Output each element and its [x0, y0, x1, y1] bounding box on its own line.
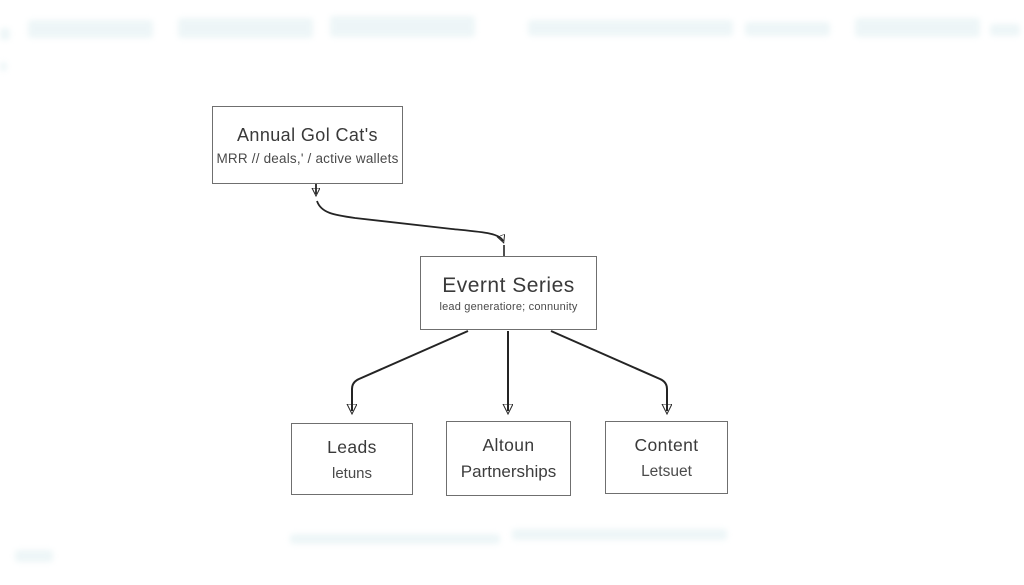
node-title: Content [634, 434, 699, 455]
node-title: Evernt Series [442, 273, 575, 297]
edge-event-to-content [550, 330, 667, 411]
edge-event-to-leads [352, 330, 469, 411]
node-title: Altoun [482, 435, 535, 455]
node-subtitle: Partnerships [460, 462, 557, 481]
node-annual-goals[interactable]: Annual Gol Cat's MRR // deals,' / active… [212, 106, 403, 184]
node-event-series[interactable]: Evernt Series lead generatiore; connunit… [420, 256, 597, 330]
node-title: Leads [327, 436, 377, 457]
edge-annual-to-event [316, 184, 504, 256]
node-subtitle: letuns [331, 464, 373, 482]
node-subtitle: MRR // deals,' / active wallets [216, 150, 399, 166]
node-subtitle: Letsuet [641, 462, 692, 480]
node-title: Annual Gol Cat's [237, 124, 378, 145]
node-leads[interactable]: Leads letuns [291, 423, 413, 495]
node-content[interactable]: Content Letsuet [605, 421, 728, 494]
node-subtitle: lead generatiore; connunity [439, 300, 578, 313]
node-altoun-partnerships[interactable]: Altoun Partnerships [446, 421, 571, 496]
